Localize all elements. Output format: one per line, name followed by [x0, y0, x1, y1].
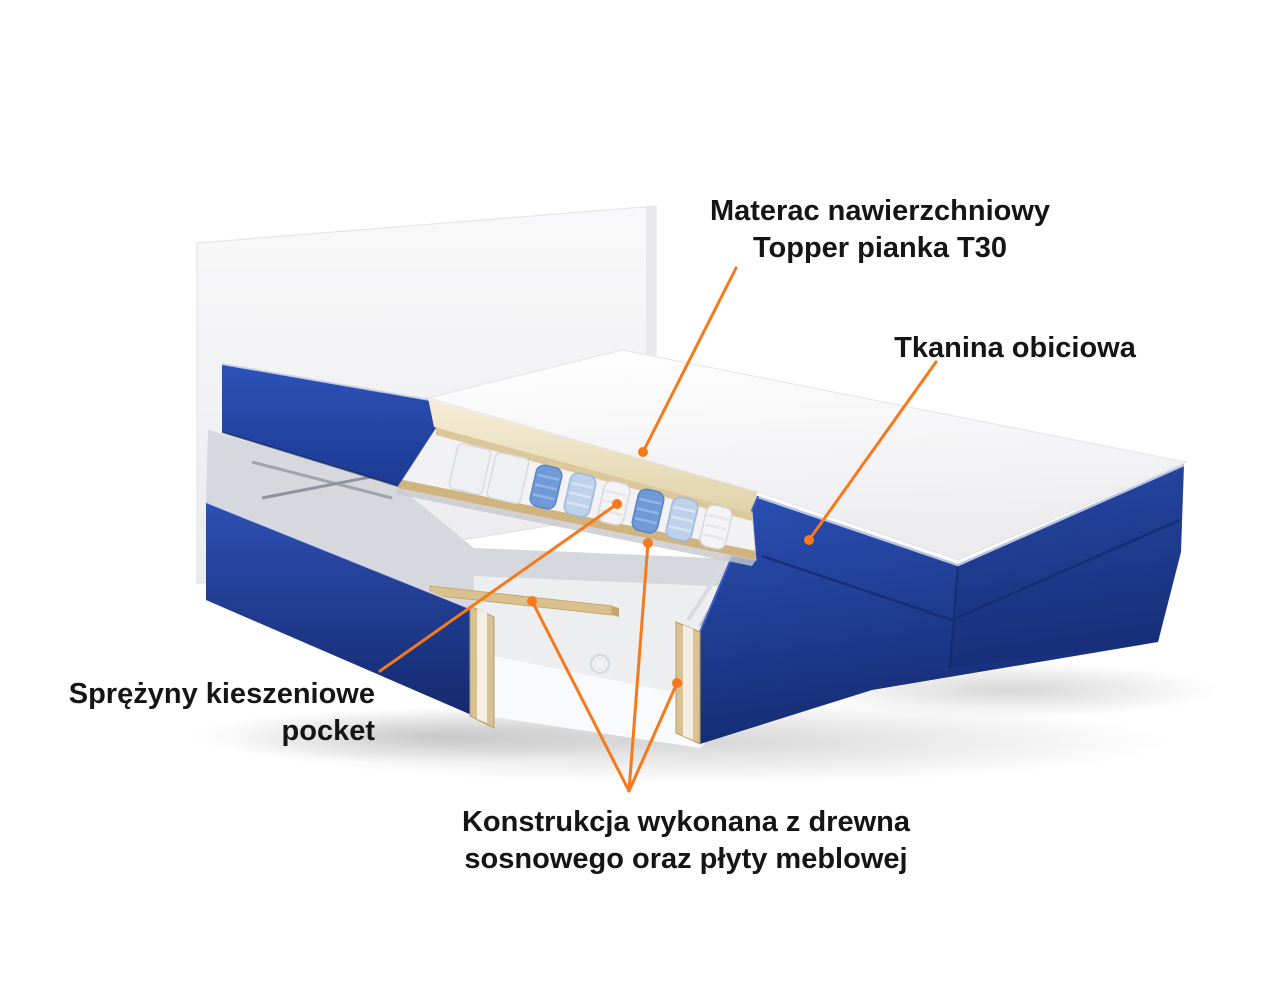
- pocket-spring: [529, 464, 563, 510]
- storage-gap-interior: [206, 430, 474, 610]
- wood-rail-top: [436, 426, 752, 521]
- pocket-spring: [699, 504, 733, 550]
- foam-block: [448, 443, 492, 495]
- mattress-left-corner: [221, 363, 436, 487]
- mattress-cross-section: [397, 425, 757, 561]
- label-construction-line1: Konstrukcja wykonana z drewna: [461, 806, 910, 838]
- leader-dot-topper: [638, 447, 648, 457]
- leader-line-construction-2: [627, 541, 650, 793]
- foot-face-shade: [950, 464, 1184, 668]
- leader-line-construction-3: [627, 681, 679, 793]
- label-construction-line2: sosnowego oraz płyty meblowej: [464, 843, 908, 875]
- wood-post-right: [675, 621, 701, 745]
- label-springs-line1: Sprężyny kieszeniowe: [68, 678, 375, 710]
- wood-post-left: [469, 605, 495, 729]
- leader-dot-fabric: [804, 535, 814, 545]
- foam-block: [486, 452, 530, 504]
- mattress-top-surface: [426, 349, 1188, 561]
- pocket-spring: [665, 496, 699, 542]
- leader-dot-construction-1: [527, 596, 537, 606]
- interior-shadow: [474, 548, 760, 588]
- label-topper: Materac nawierzchniowy Topper pianka T30: [640, 193, 1120, 267]
- annotation-lines: [378, 266, 938, 793]
- pocket-spring: [631, 488, 665, 534]
- corner-crease: [949, 563, 959, 669]
- leader-line-topper: [641, 266, 738, 454]
- wood-rail-bottom: [398, 479, 756, 560]
- leader-dot-construction-3: [672, 678, 682, 688]
- label-fabric-line1: Tkanina obiciowa: [894, 332, 1136, 364]
- leader-dot-construction-2: [643, 538, 653, 548]
- label-springs: Sprężyny kieszeniowe pocket: [20, 676, 375, 750]
- label-fabric: Tkanina obiciowa: [830, 330, 1200, 367]
- leader-dot-springs: [612, 499, 622, 509]
- leader-line-fabric: [807, 360, 938, 542]
- label-springs-line2: pocket: [281, 715, 375, 747]
- base-left-wall: [205, 501, 475, 716]
- upholstery-seam: [761, 518, 1181, 622]
- storage-floor: [474, 652, 742, 748]
- base-rim-piping: [205, 501, 475, 611]
- label-topper-line1: Materac nawierzchniowy: [709, 195, 1051, 227]
- mattress-underside-shadow: [396, 488, 756, 566]
- floor-logo: [590, 654, 610, 674]
- label-construction: Konstrukcja wykonana z drewna sosnowego …: [412, 804, 960, 878]
- pocket-spring: [563, 472, 597, 518]
- label-topper-line2: Topper pianka T30: [752, 232, 1008, 264]
- leader-line-springs: [378, 502, 619, 673]
- bed-right-section: [699, 463, 1185, 744]
- leader-line-construction-1: [530, 599, 631, 793]
